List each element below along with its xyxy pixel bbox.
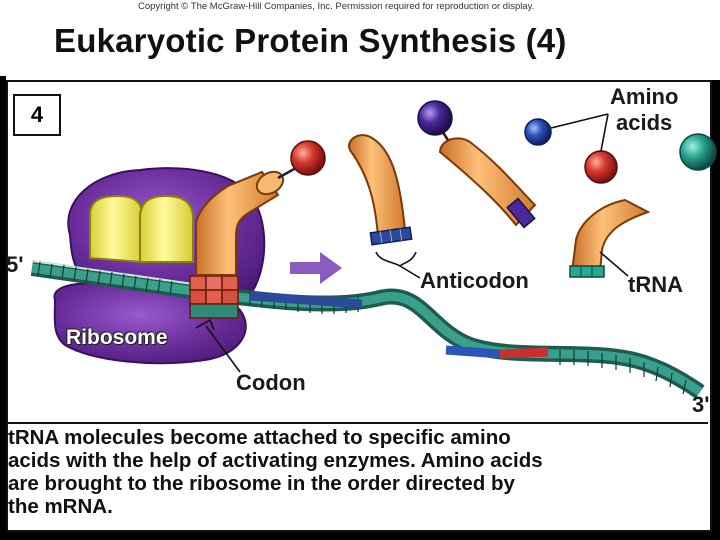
amino-acid-purple [417, 100, 453, 136]
amino-acids-pointer [550, 113, 609, 152]
ribosome-binding-sites [89, 194, 194, 264]
copyright-notice: Copyright © The McGraw-Hill Companies, I… [138, 1, 535, 12]
step-number-box: 4 [13, 94, 61, 136]
anticodon-pointer [375, 251, 417, 268]
codon-label: Codon [236, 370, 306, 395]
mrna-codon-segments [249, 291, 549, 359]
codon-pointer [195, 318, 241, 373]
trna-free-2 [438, 127, 537, 229]
caption-line-1: tRNA molecules become attached to specif… [8, 426, 511, 449]
trna-free-3 [569, 198, 651, 278]
five-prime-label: 5' [6, 252, 24, 277]
amino-acid-teal [679, 133, 717, 171]
amino-acid-red [584, 150, 618, 184]
bottom-border-strip [0, 532, 720, 540]
caption-line-3: are brought to the ribosome in the order… [8, 472, 515, 495]
right-border-strip [712, 80, 720, 540]
trna-free-1 [348, 134, 413, 246]
figure-caption: tRNA molecules become attached to specif… [8, 422, 708, 518]
amino-acids-label-line1: Amino [610, 84, 679, 109]
anticodon-pointer-line [399, 265, 421, 279]
trna-pointer [599, 251, 629, 277]
amino-acids-label-line2: acids [616, 110, 673, 135]
direction-arrow [290, 252, 342, 284]
codon-block [189, 275, 239, 319]
caption-line-4: the mRNA. [8, 495, 113, 518]
amino-acid-blue [524, 118, 552, 146]
left-border-strip [0, 76, 6, 540]
three-prime-label: 3' [692, 392, 710, 417]
trna-label: tRNA [628, 272, 683, 297]
anticodon-label: Anticodon [420, 268, 529, 293]
ribosome-label: Ribosome [66, 326, 168, 349]
amino-acid-bound-red [290, 140, 326, 176]
slide-title: Eukaryotic Protein Synthesis (4) [54, 22, 567, 59]
trna-bound [195, 166, 297, 276]
caption-line-2: acids with the help of activating enzyme… [8, 449, 543, 472]
